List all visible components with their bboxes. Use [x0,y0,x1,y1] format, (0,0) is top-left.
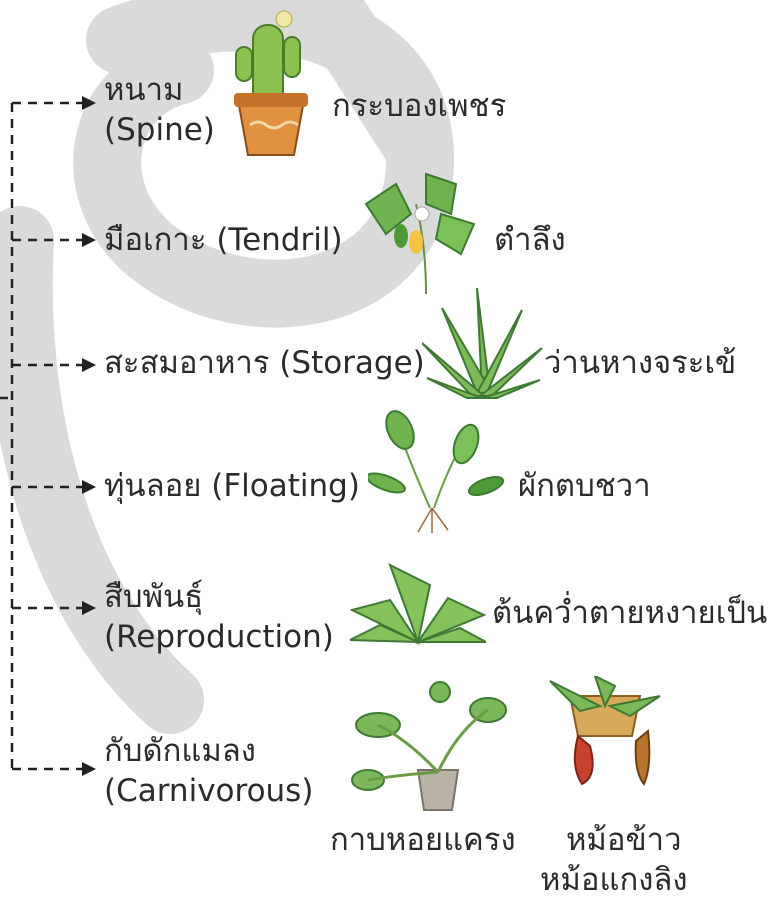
plant-name-venus-flytrap: กาบหอยแครง [330,820,516,860]
aloe-vera-icon [422,288,544,400]
plant-name-ivy-gourd: ตำลึง [494,220,566,260]
plant-name-aloe-vera: ว่านหางจระเข้ [544,343,736,383]
plant-name-kalanchoe: ต้นคว่ำตายหงายเป็น [492,593,767,633]
cactus-pot-icon [228,5,314,157]
plant-name-nepenthes-line1: หม้อข้าว [566,820,682,860]
arrow-head-5 [82,601,96,615]
water-hyacinth-icon [368,408,504,534]
branch-label-reproduction-en: (Reproduction) [104,617,334,657]
branch-label-spine: หนาม (Spine) [104,70,215,150]
venus-flytrap-icon [348,680,510,812]
branch-label-storage: สะสมอาหาร (Storage) [104,343,425,383]
branch-label-carnivorous-th: กับดักแมลง [104,731,313,771]
branch-label-spine-th: หนาม [104,70,215,110]
plant-name-nepenthes-line2: หม้อแกงลิง [540,860,688,900]
arrow-head-3 [82,358,96,372]
branch-label-carnivorous: กับดักแมลง (Carnivorous) [104,731,313,811]
kalanchoe-icon [350,560,486,648]
plant-name-water-hyacinth: ผักตบชวา [518,466,651,506]
branch-label-reproduction-th: สืบพันธุ์ [104,577,334,617]
arrow-head-1 [82,96,96,110]
arrow-head-2 [82,233,96,247]
branch-label-reproduction: สืบพันธุ์ (Reproduction) [104,577,334,657]
branch-label-carnivorous-en: (Carnivorous) [104,771,313,811]
ivy-gourd-vine-icon [356,164,478,300]
branch-label-spine-en: (Spine) [104,110,215,150]
branch-label-tendril: มือเกาะ (Tendril) [104,220,343,260]
plant-name-cactus: กระบองเพชร [332,86,506,126]
branch-label-floating: ทุ่นลอย (Floating) [104,466,360,506]
arrow-head-4 [82,480,96,494]
pitcher-plant-icon [540,676,670,788]
arrow-head-6 [82,762,96,776]
